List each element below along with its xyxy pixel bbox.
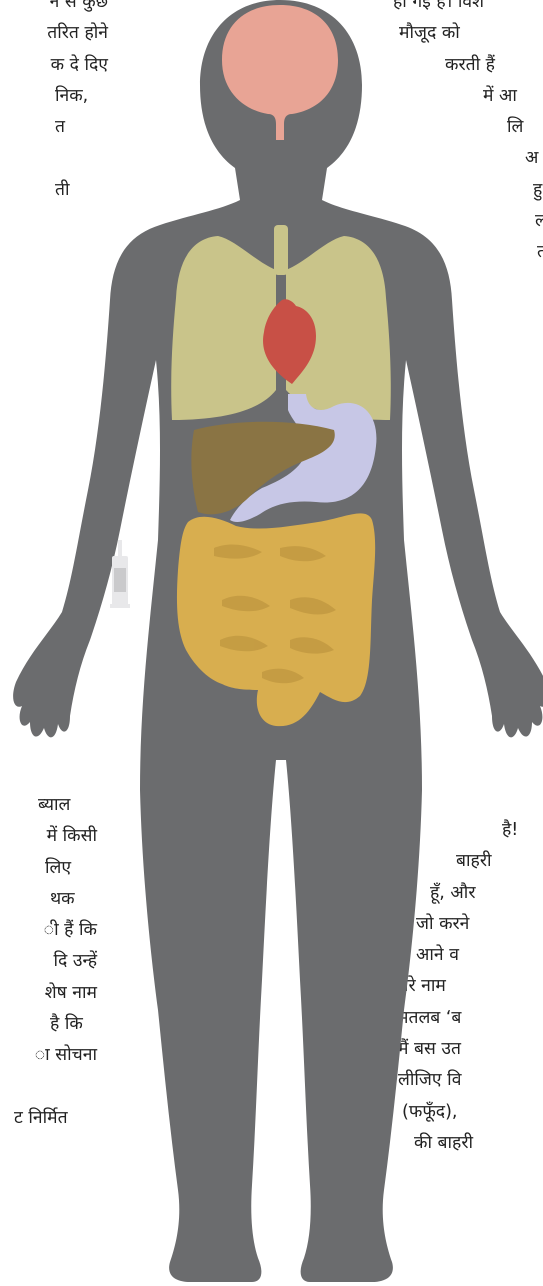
human-body-illustration xyxy=(0,0,543,1286)
